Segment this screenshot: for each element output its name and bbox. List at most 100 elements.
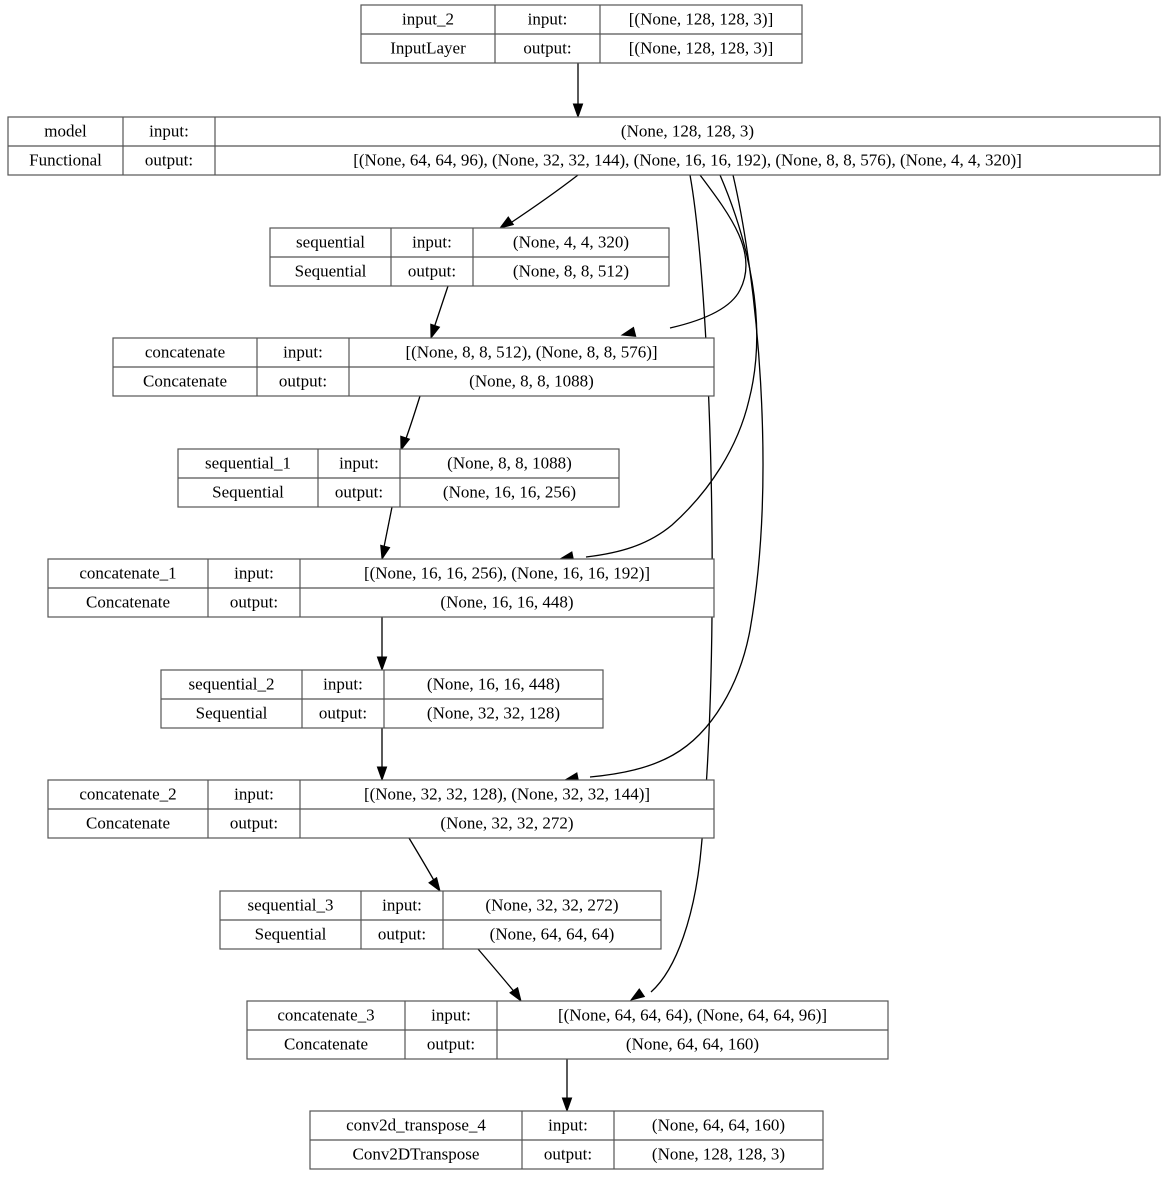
node-input-shape: (None, 8, 8, 1088): [447, 453, 572, 472]
node-input-label: input:: [339, 453, 379, 472]
arrowhead-icon: [430, 323, 441, 340]
edge-line: [477, 948, 517, 995]
node-concatenate_2[interactable]: concatenate_2Concatenateinput:output:[(N…: [47, 779, 715, 839]
node-output-label: output:: [378, 924, 426, 943]
node-concatenate_1[interactable]: concatenate_1Concatenateinput:output:[(N…: [47, 558, 715, 618]
node-name-label: concatenate: [145, 342, 225, 361]
node-input-shape: (None, 64, 64, 160): [652, 1115, 785, 1134]
arrowhead-icon: [572, 103, 584, 119]
node-input-shape: (None, 128, 128, 3): [621, 121, 754, 140]
node-concatenate_3[interactable]: concatenate_3Concatenateinput:output:[(N…: [246, 1000, 889, 1060]
edge-line: [403, 395, 421, 445]
node-output-shape: (None, 16, 16, 256): [443, 482, 576, 501]
edge-concatenate_2-to-sequential_3: [408, 837, 441, 893]
node-input-shape: (None, 4, 4, 320): [513, 232, 629, 251]
node-class-label: Sequential: [196, 703, 268, 722]
node-output-label: output:: [544, 1144, 592, 1163]
arrowhead-icon: [428, 876, 441, 893]
edge-model-to-concatenate_3: [629, 174, 713, 1001]
node-class-label: Concatenate: [86, 592, 170, 611]
arrowhead-icon: [620, 326, 637, 337]
arrowhead-icon: [498, 216, 515, 229]
node-name-label: concatenate_3: [277, 1005, 374, 1024]
edge-line: [585, 174, 758, 558]
node-sequential_2[interactable]: sequential_2Sequentialinput:output:(None…: [160, 669, 604, 729]
node-input-shape: [(None, 128, 128, 3)]: [629, 9, 773, 28]
node-input-label: input:: [548, 1115, 588, 1134]
node-output-label: output:: [335, 482, 383, 501]
arrowhead-icon: [376, 656, 388, 672]
node-name-label: sequential_2: [189, 674, 275, 693]
node-name-label: input_2: [402, 9, 454, 28]
node-output-label: output:: [427, 1034, 475, 1053]
node-output-shape: (None, 64, 64, 160): [626, 1034, 759, 1053]
edge-line: [589, 174, 764, 778]
edge-model-to-sequential: [498, 174, 579, 229]
edge-concatenate_1-to-sequential_2: [376, 617, 388, 672]
node-input-label: input:: [234, 563, 274, 582]
node-output-shape: (None, 32, 32, 272): [440, 813, 573, 832]
node-input-shape: [(None, 16, 16, 256), (None, 16, 16, 192…: [364, 563, 650, 582]
node-output-label: output:: [230, 592, 278, 611]
edge-line: [508, 174, 579, 225]
edge-sequential-to-concatenate: [430, 285, 449, 340]
edge-line: [408, 837, 437, 885]
node-output-shape: (None, 128, 128, 3): [652, 1144, 785, 1163]
node-class-label: Conv2DTranspose: [353, 1144, 480, 1163]
node-output-shape: (None, 16, 16, 448): [440, 592, 573, 611]
node-concatenate[interactable]: concatenateConcatenateinput:output:[(Non…: [112, 337, 715, 397]
node-input-shape: [(None, 32, 32, 128), (None, 32, 32, 144…: [364, 784, 650, 803]
arrowhead-icon: [376, 766, 388, 782]
edge-line: [650, 174, 713, 993]
arrowhead-icon: [380, 544, 391, 561]
edge-sequential_3-to-concatenate_3: [477, 948, 522, 1003]
node-output-shape: [(None, 128, 128, 3)]: [629, 38, 773, 57]
arrowhead-icon: [400, 435, 411, 452]
node-input-label: input:: [283, 342, 323, 361]
node-class-label: Concatenate: [86, 813, 170, 832]
edge-line: [382, 506, 393, 553]
node-input-label: input:: [234, 784, 274, 803]
node-output-shape: (None, 32, 32, 128): [427, 703, 560, 722]
node-name-label: model: [44, 121, 87, 140]
arrowhead-icon: [561, 1097, 573, 1113]
node-input-shape: [(None, 8, 8, 512), (None, 8, 8, 576)]: [405, 342, 657, 361]
node-name-label: sequential_1: [205, 453, 291, 472]
arrowhead-icon: [509, 986, 522, 1003]
node-sequential_3[interactable]: sequential_3Sequentialinput:output:(None…: [219, 890, 662, 950]
node-output-label: output:: [230, 813, 278, 832]
node-class-label: Sequential: [255, 924, 327, 943]
node-output-shape: (None, 8, 8, 1088): [469, 371, 594, 390]
node-class-label: Functional: [29, 150, 102, 169]
node-name-label: sequential_3: [248, 895, 334, 914]
node-output-label: output:: [145, 150, 193, 169]
node-output-shape: [(None, 64, 64, 96), (None, 32, 32, 144)…: [353, 150, 1022, 169]
edge-input_2-to-model: [572, 63, 584, 119]
node-output-label: output:: [523, 38, 571, 57]
node-name-label: sequential: [296, 232, 365, 251]
edge-sequential_1-to-concatenate_1: [380, 506, 393, 561]
edge-model-to-concatenate: [620, 174, 747, 337]
node-name-label: conv2d_transpose_4: [346, 1115, 486, 1134]
node-output-label: output:: [319, 703, 367, 722]
node-class-label: Concatenate: [143, 371, 227, 390]
edge-concatenate_3-to-conv2d_transpose_4: [561, 1059, 573, 1113]
node-input-shape: [(None, 64, 64, 64), (None, 64, 64, 96)]: [558, 1005, 827, 1024]
node-input-label: input:: [528, 9, 568, 28]
arrowhead-icon: [629, 988, 646, 1001]
node-output-shape: (None, 8, 8, 512): [513, 261, 629, 280]
node-class-label: Sequential: [212, 482, 284, 501]
edge-sequential_2-to-concatenate_2: [376, 728, 388, 782]
edge-line: [432, 285, 449, 332]
node-class-label: Concatenate: [284, 1034, 368, 1053]
node-output-shape: (None, 64, 64, 64): [490, 924, 615, 943]
node-sequential[interactable]: sequentialSequentialinput:output:(None, …: [269, 227, 670, 287]
node-class-label: InputLayer: [390, 38, 466, 57]
node-class-label: Sequential: [295, 261, 367, 280]
